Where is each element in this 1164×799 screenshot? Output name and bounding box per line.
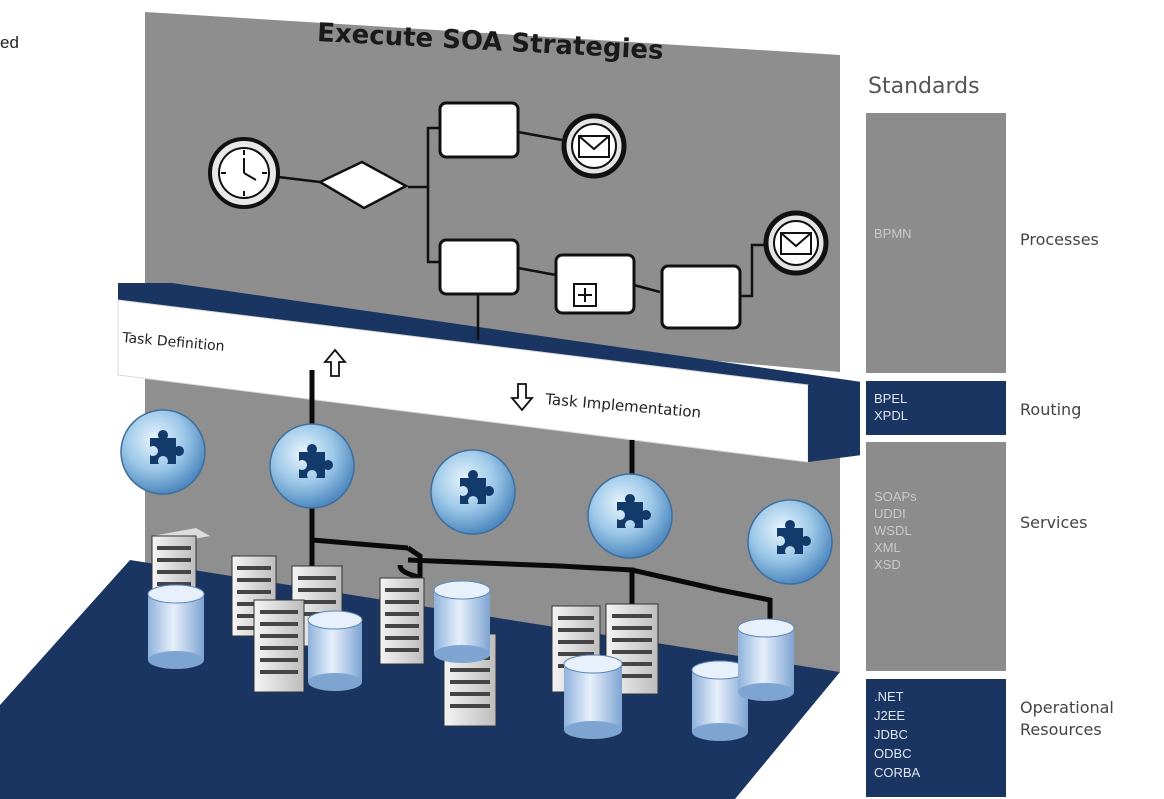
standard-item: .NET (874, 689, 904, 704)
standard-item: XSD (874, 557, 901, 572)
operational-floor (0, 560, 840, 799)
up-arrow-icon (323, 348, 347, 377)
standard-item: WSDL (874, 523, 912, 538)
process-flow-lines (277, 126, 765, 340)
routing-band-side (808, 382, 860, 462)
puzzle-globe-icon (587, 473, 673, 559)
down-arrow-icon (510, 383, 534, 412)
soa-diagram: Task Definition Task Implementation (0, 12, 860, 799)
process-task-box (438, 238, 520, 296)
corner-text-fragment: ed (0, 33, 19, 52)
database-cylinder-icon (563, 654, 623, 739)
puzzle-globe-icon (269, 423, 355, 509)
processes-standards-box: BPMN (866, 113, 1006, 373)
process-task-box (660, 264, 742, 330)
database-cylinder-icon (433, 580, 491, 663)
standard-item: XML (874, 540, 901, 555)
database-cylinder-icon (147, 584, 205, 669)
server-icon (379, 577, 425, 665)
layer-label-services: Services (1020, 513, 1088, 532)
puzzle-globe-icon (430, 449, 516, 535)
standards-heading: Standards (868, 74, 980, 99)
standard-item: SOAPs (874, 489, 917, 504)
standard-item: BPMN (874, 226, 912, 241)
layer-label-operational-resources: Operational Resources (1020, 698, 1114, 739)
puzzle-globe-icon (747, 499, 833, 585)
standard-item: XPDL (874, 408, 908, 423)
envelope-icon (763, 210, 829, 276)
standard-item: J2EE (874, 708, 906, 723)
server-icon (551, 605, 601, 693)
standard-item: BPEL (874, 391, 908, 406)
puzzle-globe-icon (120, 409, 206, 495)
routing-band-top (118, 283, 860, 395)
gateway-diamond-icon (317, 160, 409, 210)
standard-item: JDBC (874, 727, 908, 742)
operational-standards-box: .NET J2EE JDBC ODBC CORBA (866, 679, 1006, 797)
clock-icon (208, 137, 280, 209)
standard-item: UDDI (874, 506, 906, 521)
layer-label-routing: Routing (1020, 400, 1082, 419)
services-standards-box: SOAPs UDDI WSDL XML XSD (866, 442, 1006, 671)
subprocess-plus-icon (554, 253, 636, 315)
server-icon (605, 603, 659, 695)
routing-standards-box: BPEL XPDL (866, 381, 1006, 435)
process-task-box (438, 101, 520, 159)
standard-item: ODBC (874, 746, 912, 761)
database-cylinder-icon (307, 610, 363, 691)
envelope-icon (561, 113, 627, 179)
standard-item: CORBA (874, 765, 921, 780)
server-icon (253, 599, 305, 693)
database-cylinder-icon (737, 618, 795, 701)
layer-label-processes: Processes (1020, 230, 1099, 249)
